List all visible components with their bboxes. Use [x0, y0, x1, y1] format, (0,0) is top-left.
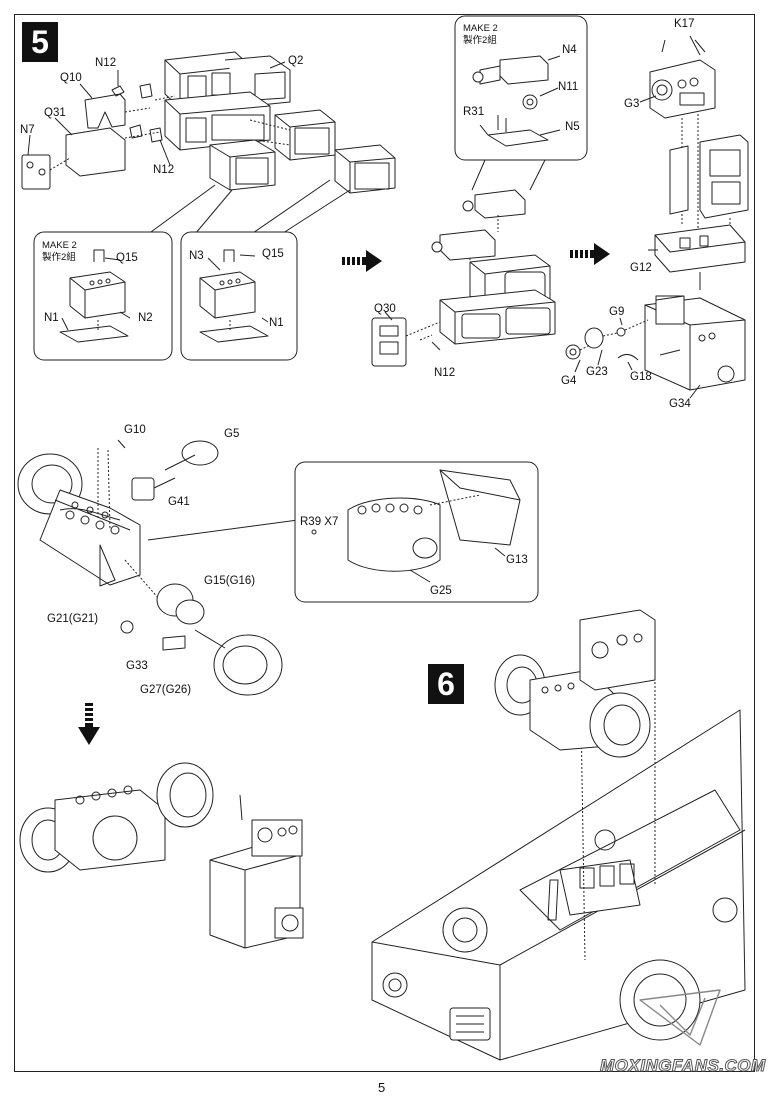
step-5-number: 5: [22, 22, 58, 62]
part-label: Q10: [60, 72, 82, 84]
instrument-panel-assembly: [565, 35, 749, 399]
part-label: N1: [269, 317, 284, 329]
part-label: N12: [434, 367, 456, 379]
direction-arrow-2: [570, 243, 610, 265]
part-label: G3: [624, 98, 640, 110]
make2-detail-box-top: [454, 15, 588, 161]
part-label: R31: [463, 106, 485, 118]
part-label: N7: [20, 124, 35, 136]
page-border: [14, 14, 755, 1072]
battery-box-assembly-drawing: [21, 51, 396, 241]
part-label: G23: [586, 366, 608, 378]
make2-cn-label-top: 製作2組: [463, 35, 497, 46]
engine-exploded-drawing: [17, 439, 299, 696]
part-label: G18: [630, 371, 652, 383]
part-label: Q30: [374, 303, 396, 315]
part-label: N11: [558, 81, 579, 93]
part-label: N3: [189, 250, 204, 262]
part-label: G27(G26): [140, 684, 192, 696]
part-label: Q31: [44, 107, 66, 119]
engine-assembled-drawing: [19, 762, 304, 949]
part-label: N12: [95, 57, 117, 69]
part-label: G25: [430, 585, 452, 597]
part-label: R39 X7: [300, 516, 339, 528]
engine-detail-drawing: [311, 469, 521, 583]
part-label: G9: [609, 306, 625, 318]
battery-detail-left: [59, 249, 131, 343]
part-label: G41: [168, 496, 190, 508]
make2-label-left: MAKE 2: [42, 240, 77, 251]
hull-assembly-drawing: [371, 609, 746, 1061]
down-arrow: [78, 703, 100, 745]
battery-stack-assembly: [371, 189, 556, 367]
part-label: G33: [126, 660, 148, 672]
part-label: G34: [669, 398, 691, 410]
part-label: G10: [124, 424, 146, 436]
part-label: Q2: [288, 55, 304, 67]
part-label: K17: [674, 18, 695, 30]
part-label: N12: [153, 164, 175, 176]
part-label: G13: [506, 554, 528, 566]
part-label: N1: [44, 312, 59, 324]
part-label: G15(G16): [204, 575, 256, 587]
watermark-text: MOXINGFANS.COM: [600, 1056, 766, 1076]
part-label: G4: [561, 375, 577, 387]
part-label: N5: [565, 121, 580, 133]
detail-connector-top: [471, 159, 546, 191]
part-label: N2: [138, 312, 153, 324]
part-label: Q15: [262, 248, 284, 260]
step-6-number: 6: [428, 664, 464, 704]
part-label: G21(G21): [47, 613, 99, 625]
direction-arrow-1: [342, 250, 382, 272]
part-label: G5: [224, 428, 240, 440]
watermark-logo: [639, 989, 721, 1046]
make2-cn-label-left: 製作2組: [42, 252, 76, 263]
part-label: N4: [562, 44, 577, 56]
page-number: 5: [378, 1080, 386, 1095]
box-detail-top: [472, 55, 561, 147]
battery-detail-right: [199, 249, 269, 343]
part-label: Q15: [116, 252, 138, 264]
part-label: G12: [630, 262, 652, 274]
make2-label-top: MAKE 2: [463, 23, 498, 34]
